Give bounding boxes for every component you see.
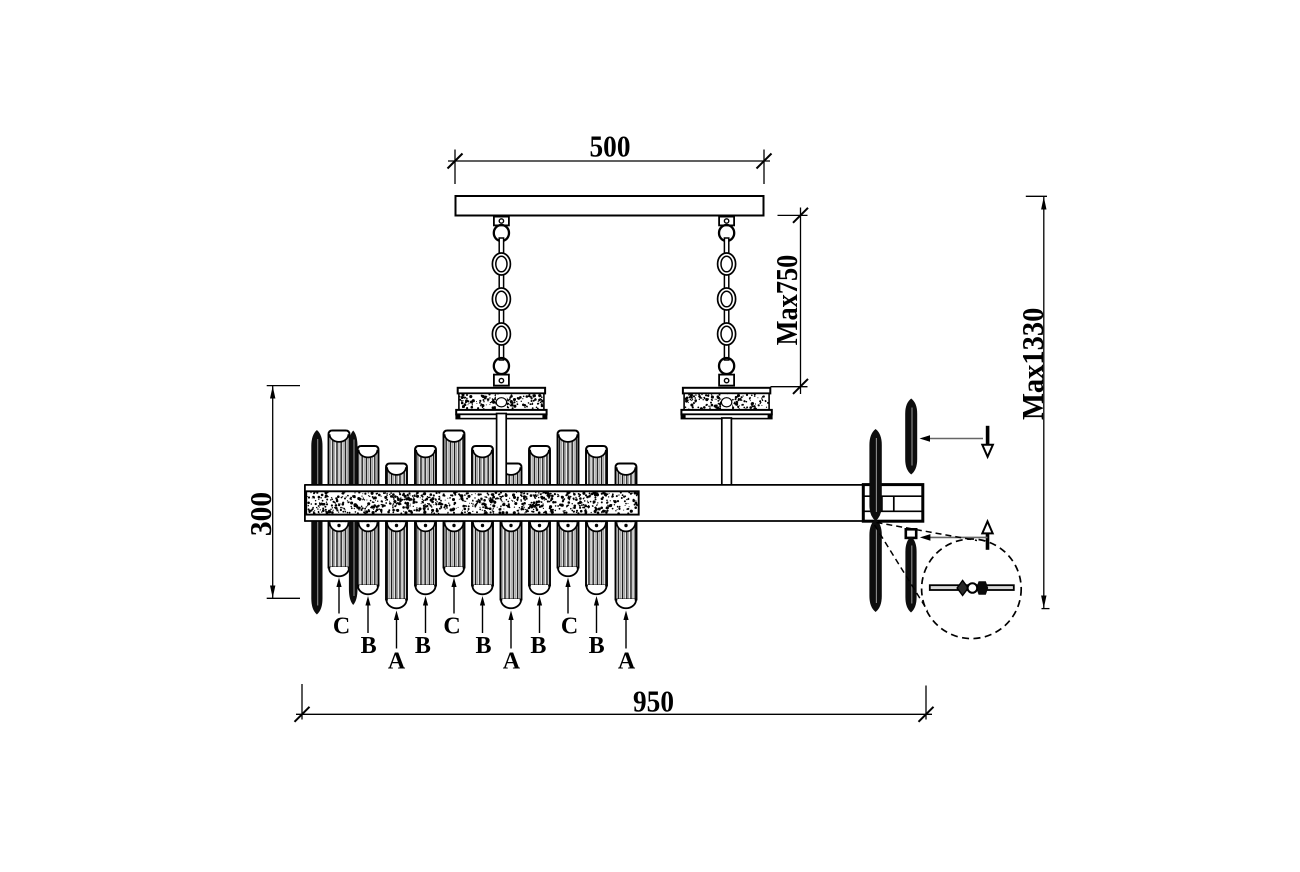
svg-text:B: B bbox=[415, 633, 431, 659]
svg-text:B: B bbox=[589, 633, 605, 659]
svg-text:950: 950 bbox=[633, 685, 674, 719]
svg-text:C: C bbox=[561, 614, 578, 640]
svg-text:B: B bbox=[475, 633, 491, 659]
svg-text:B: B bbox=[361, 633, 377, 659]
svg-text:A: A bbox=[618, 649, 636, 675]
svg-text:C: C bbox=[333, 614, 350, 640]
svg-text:500: 500 bbox=[590, 130, 631, 164]
svg-text:300: 300 bbox=[243, 492, 278, 536]
svg-text:C: C bbox=[443, 614, 460, 640]
svg-text:B: B bbox=[530, 633, 546, 659]
svg-text:Max1330: Max1330 bbox=[1016, 308, 1050, 420]
svg-text:A: A bbox=[503, 649, 521, 675]
svg-text:Max750: Max750 bbox=[770, 255, 804, 346]
svg-text:A: A bbox=[388, 649, 406, 675]
